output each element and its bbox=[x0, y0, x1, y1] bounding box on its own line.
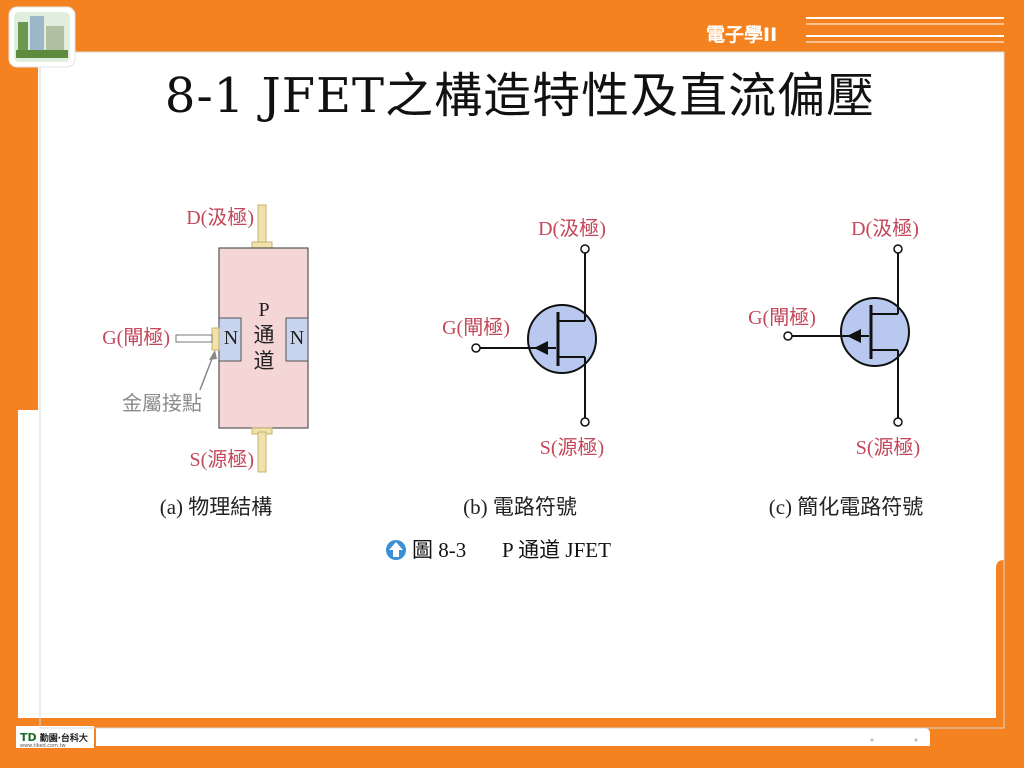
source-label-c: S(源極) bbox=[856, 436, 920, 459]
figure-title: P 通道 JFET bbox=[502, 538, 611, 562]
physical-structure: N N P 通 道 D(汲極) G(閘極) S(源極) 金屬接點 (a) 物理結… bbox=[102, 204, 309, 519]
caption-c: (c) 簡化電路符號 bbox=[769, 495, 924, 519]
source-label-a: S(源極) bbox=[190, 448, 254, 471]
gate-lead bbox=[175, 334, 213, 343]
gate-label-a: G(閘極) bbox=[102, 326, 170, 349]
figure-caption: 圖 8-3 P 通道 JFET bbox=[386, 538, 611, 562]
contact-pointer bbox=[199, 355, 214, 391]
publisher-logo: TD 勤園‧台科大 www.tiked.com.tw bbox=[20, 731, 88, 749]
publisher-name: 勤園‧台科大 bbox=[39, 734, 88, 744]
drain-terminal-c bbox=[893, 244, 903, 254]
channel-label-p: P bbox=[258, 299, 269, 321]
gate-label-c: G(閘極) bbox=[748, 306, 816, 329]
channel-label-1: 通 bbox=[254, 323, 275, 347]
simplified-symbol: D(汲極) G(閘極) S(源極) (c) 簡化電路符號 bbox=[748, 217, 923, 519]
drain-contact bbox=[251, 241, 273, 249]
gate-contact bbox=[211, 327, 220, 351]
drain-lead bbox=[257, 204, 267, 246]
slide-title: 8-1 JFET之構造特性及直流偏壓 bbox=[164, 68, 876, 124]
n-label-left: N bbox=[224, 327, 238, 349]
n-label-right: N bbox=[290, 327, 304, 349]
caption-a: (a) 物理結構 bbox=[160, 495, 273, 519]
gate-terminal-b bbox=[471, 343, 481, 353]
publisher-mark: TD bbox=[20, 731, 37, 744]
publisher-url: www.tiked.com.tw bbox=[20, 743, 66, 749]
figure-number: 圖 8-3 bbox=[412, 538, 466, 562]
drain-terminal-b bbox=[580, 244, 590, 254]
gate-label-b: G(閘極) bbox=[442, 316, 510, 339]
source-terminal-b bbox=[580, 417, 590, 427]
gate-arrow-b bbox=[534, 341, 548, 355]
drain-label-c: D(汲極) bbox=[851, 217, 919, 240]
source-terminal-c bbox=[893, 417, 903, 427]
source-lead bbox=[257, 431, 267, 473]
drain-label-b: D(汲極) bbox=[538, 217, 606, 240]
source-label-b: S(源極) bbox=[540, 436, 604, 459]
gate-arrow-c bbox=[847, 329, 861, 343]
caption-b: (b) 電路符號 bbox=[463, 495, 577, 519]
metal-contact-label: 金屬接點 bbox=[122, 392, 202, 415]
gate-terminal-c bbox=[783, 331, 793, 341]
drain-label-a: D(汲極) bbox=[186, 206, 254, 229]
n-region-right bbox=[285, 317, 309, 362]
channel-label-2: 道 bbox=[254, 349, 275, 373]
brand-title: 電子學II bbox=[706, 24, 778, 46]
circuit-symbol: D(汲極) G(閘極) S(源極) (b) 電路符號 bbox=[442, 217, 606, 519]
logo-image bbox=[8, 6, 76, 68]
